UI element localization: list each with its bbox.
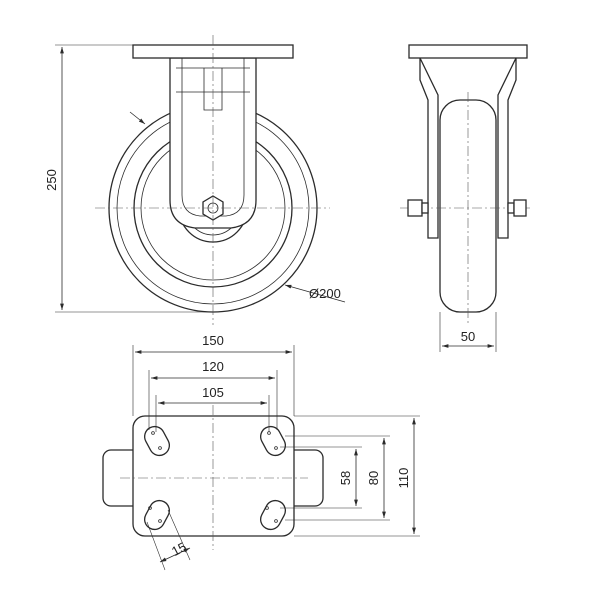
top-view: 150 120 105 58 80 110 15 [102,333,420,571]
slot-bottom-left [144,499,170,531]
extension-line [146,521,166,571]
tire-leader [129,111,146,125]
hole-spacing-inner-label: 105 [202,385,224,400]
bolt-head [407,199,423,217]
mounting-plate [132,415,295,537]
washer-right [507,202,515,214]
side-view: 50 [400,44,530,352]
slot-spacing-58-label: 58 [338,471,353,485]
overall-height-label: 250 [44,169,59,191]
wheel-width-label: 50 [461,329,475,344]
hole-spacing-outer-label: 120 [202,359,224,374]
axle-nut [513,199,527,217]
front-view: 250 Ø200 [44,35,346,325]
plate-width-label: 150 [202,333,224,348]
side-fork-left [419,57,439,239]
slot-spacing-80-label: 80 [366,471,381,485]
slot-top-right [260,425,286,457]
diameter-leader [284,284,346,303]
wheel-diameter-label: Ø200 [309,286,341,301]
slot-length-dimension-line [159,547,191,563]
side-top-plate [408,44,528,59]
slot-top-left [144,425,170,457]
washer-left [421,202,429,214]
side-fork-right [497,57,517,239]
slot-bottom-right [260,499,286,531]
slot-length-label: 15 [169,539,189,559]
plate-length-label: 110 [396,468,411,489]
